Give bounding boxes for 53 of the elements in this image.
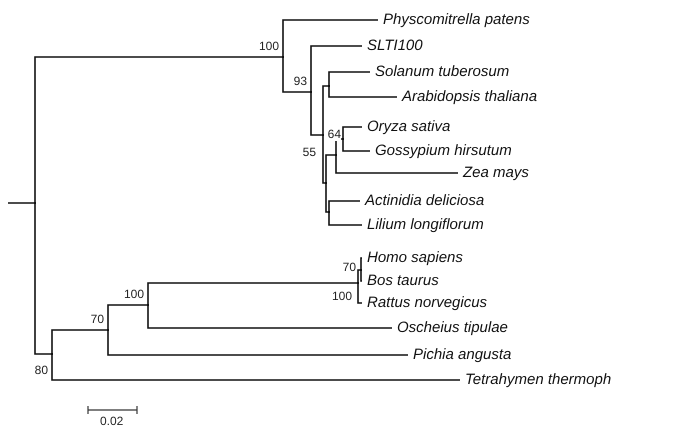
- tree-branch: [335, 155, 458, 174]
- tree-branch: [322, 85, 329, 135]
- tree-branch: [147, 305, 392, 329]
- bootstrap-value: 93: [294, 75, 307, 88]
- taxon-label: Arabidopsis thaliana: [397, 88, 538, 105]
- taxon-label: Oryza sativa: [362, 118, 450, 135]
- tree-branch: [51, 354, 460, 381]
- bootstrap-value: 100: [124, 288, 144, 301]
- taxon-label: Gossypium hirsutum: [370, 142, 512, 159]
- taxon-label: Actinidia deliciosa: [360, 192, 484, 209]
- tree-branch: [328, 71, 370, 86]
- tree-branch: [310, 45, 362, 92]
- tree-branch: [8, 202, 35, 204]
- taxon-label: Lilium longiflorum: [362, 216, 484, 233]
- tree-branch: [357, 269, 361, 283]
- taxon-label: Zea mays: [458, 164, 529, 181]
- taxon-label: Homo sapiens: [362, 249, 463, 266]
- taxon-label: Physcomitrella patens: [378, 11, 530, 28]
- tree-branch: [147, 282, 358, 305]
- taxon-label: Oscheius tipulae: [392, 319, 508, 336]
- bootstrap-value: 100: [258, 40, 279, 53]
- tree-branch: [107, 304, 148, 330]
- tree-branch: [282, 19, 378, 57]
- tree-branch: [328, 212, 362, 226]
- taxon-label: Bos taurus: [362, 272, 439, 289]
- bootstrap-value: 80: [34, 364, 48, 377]
- taxon-label: Pichia angusta: [408, 346, 512, 363]
- tree-branch: [34, 56, 283, 203]
- tree-branch: [34, 203, 52, 355]
- tree-branch: [328, 200, 360, 212]
- bootstrap-value: 55: [302, 146, 316, 159]
- tree-branch: [51, 329, 108, 354]
- bootstrap-value: 100: [332, 290, 352, 303]
- tree-branch: [325, 183, 329, 213]
- taxon-label: Rattus norvegicus: [362, 294, 488, 311]
- tree-branch: [360, 270, 362, 282]
- bootstrap-value: 70: [90, 313, 104, 326]
- taxon-label: SLTI100: [362, 37, 423, 54]
- scale-label: 0.02: [100, 414, 124, 428]
- tree-branch: [325, 154, 336, 183]
- tree-branch: [357, 283, 362, 304]
- tree-branch: [107, 330, 408, 356]
- tree-branch: [322, 135, 326, 184]
- taxon-label: Solanum tuberosum: [370, 63, 510, 80]
- tree-branch: [342, 139, 370, 152]
- tree-branch: [360, 257, 362, 270]
- bootstrap-value: 70: [342, 261, 356, 274]
- tree-branch: [342, 126, 362, 139]
- tree-branch: [328, 86, 397, 98]
- taxon-label: Tetrahymen thermoph: [460, 371, 612, 388]
- bootstrap-value: 64: [328, 128, 341, 141]
- tree-branch: [310, 92, 323, 136]
- tree-branch: [282, 57, 311, 93]
